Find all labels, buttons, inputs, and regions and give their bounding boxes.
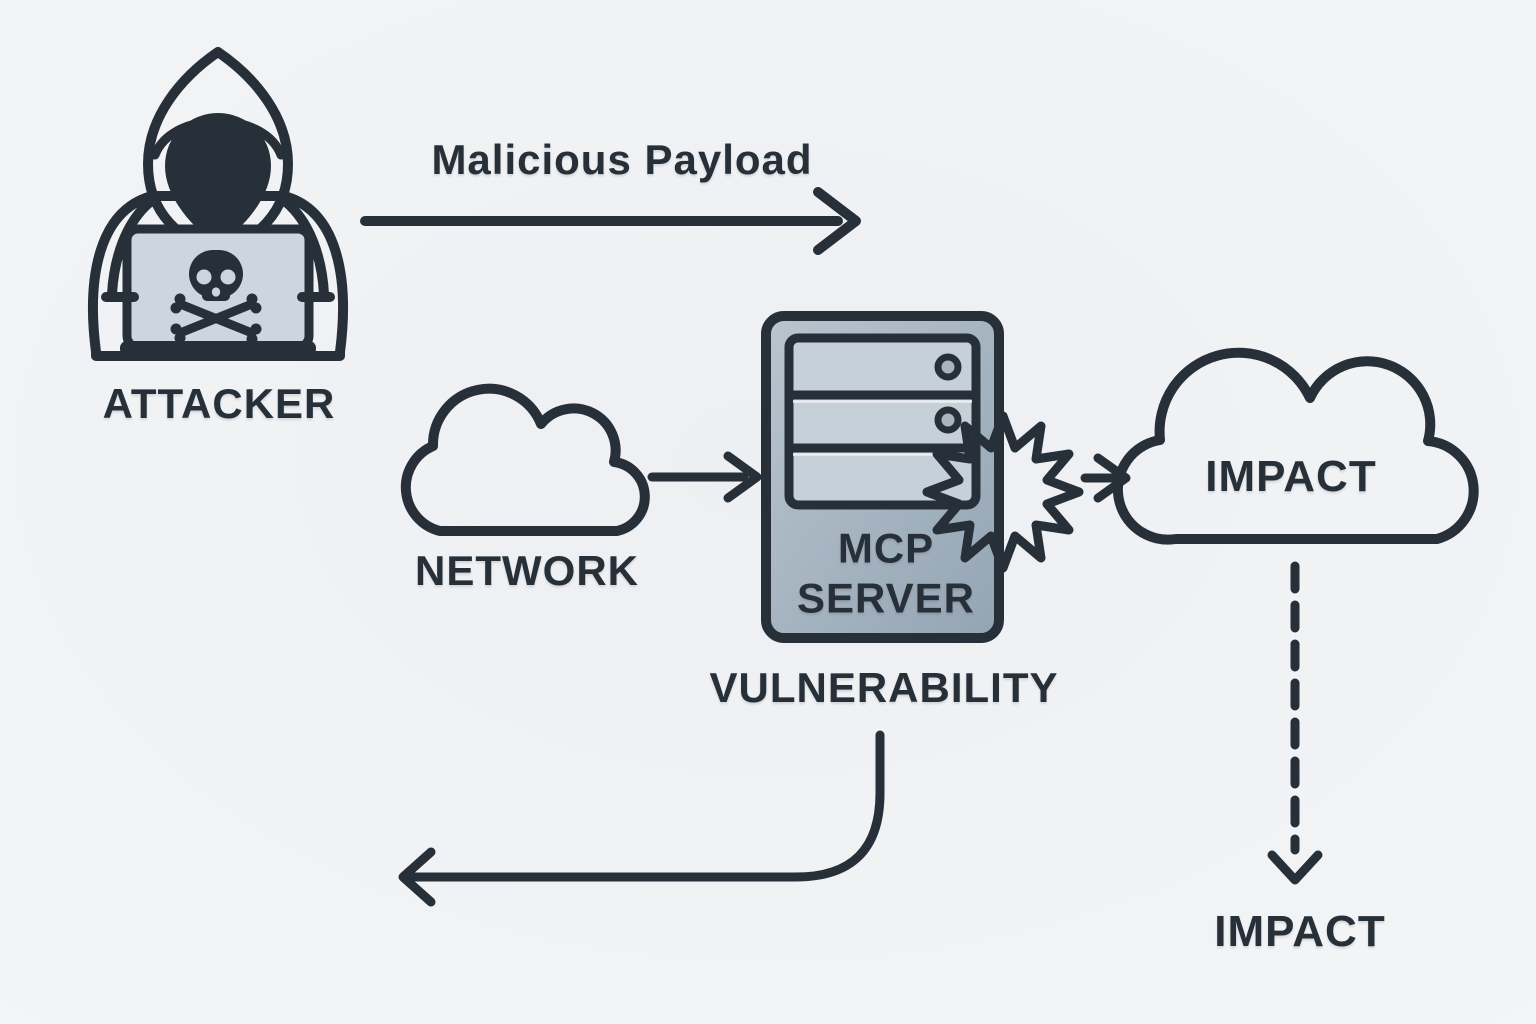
impact-dashed-arrow	[1267, 561, 1323, 885]
server-slot-panel	[784, 333, 981, 510]
mcp-server-label-line2: SERVER	[797, 574, 975, 621]
skull-crossbones-icon	[170, 250, 262, 345]
vulnerability-label: VULNERABILITY	[709, 664, 1059, 711]
vulnerability-return-arrow	[398, 730, 885, 907]
server-to-impact-arrow	[1080, 453, 1131, 503]
impact-cloud-label: IMPACT	[1205, 452, 1377, 501]
attacker-icon	[87, 47, 349, 361]
mcp-server-label: MCP SERVER	[797, 523, 975, 622]
server-led-1	[934, 353, 962, 381]
mcp-server-icon	[761, 311, 1004, 643]
attacker-label: ATTACKER	[102, 380, 336, 427]
attacker-hood-rim	[150, 116, 286, 160]
malicious-payload-label: Malicious Payload	[431, 136, 813, 183]
malicious-payload-arrow	[360, 187, 861, 255]
attacker-laptop-base	[120, 341, 316, 356]
server-led-2	[934, 406, 962, 434]
network-cloud-icon	[400, 383, 650, 536]
impact-cloud-icon	[1112, 347, 1479, 545]
impact-result-label: IMPACT	[1214, 907, 1386, 956]
network-label: NETWORK	[415, 547, 639, 594]
network-to-server-arrow	[647, 451, 762, 503]
vulnerability-burst-icon	[922, 411, 1084, 573]
mcp-server-label-line1: MCP	[837, 524, 935, 572]
attacker-face-shadow	[165, 113, 271, 243]
